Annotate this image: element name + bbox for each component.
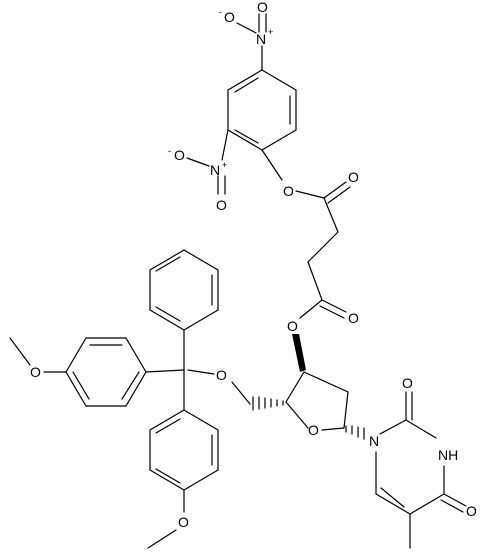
- atom-o: O: [402, 375, 413, 391]
- atom-o: O: [30, 364, 41, 380]
- atom-o: O: [348, 310, 359, 326]
- methoxyphenyl-ring-left: O: [9, 337, 147, 407]
- atom-nh: NH: [438, 447, 458, 463]
- atom-o: O: [224, 9, 235, 25]
- atom-n: N: [210, 162, 220, 178]
- phenyl-ring: [149, 249, 219, 331]
- charge-minus: -: [168, 146, 171, 156]
- atom-o: O: [216, 197, 227, 213]
- atom-o: O: [216, 367, 227, 383]
- trityl-group: O O: [9, 249, 219, 549]
- atom-o: O: [283, 183, 294, 199]
- atom-o: O: [257, 0, 268, 15]
- nitro-group-para: N + O - O: [219, 0, 273, 71]
- atom-o: O: [348, 169, 359, 185]
- hashed-bond: [345, 425, 365, 440]
- deoxyribose-ring: O O: [216, 334, 365, 440]
- methoxyphenyl-ring-bottom: O: [147, 409, 219, 549]
- atom-o: O: [174, 147, 185, 163]
- atom-o: O: [287, 318, 298, 334]
- atom-o: O: [178, 514, 189, 530]
- dinitrophenyl-ring: [227, 69, 297, 151]
- atom-o: O: [466, 503, 477, 519]
- charge-plus: +: [222, 160, 227, 170]
- atom-n: N: [256, 31, 266, 47]
- atom-n: N: [369, 433, 379, 449]
- thymine-ring: N O NH O: [369, 375, 477, 549]
- charge-minus: -: [219, 7, 222, 17]
- atom-o: O: [308, 422, 319, 438]
- charge-plus: +: [268, 27, 273, 37]
- nitro-group-ortho: N + O - O: [168, 129, 229, 213]
- aryl-ester-linkage: O O O O: [261, 149, 359, 334]
- hashed-bond: [252, 396, 284, 411]
